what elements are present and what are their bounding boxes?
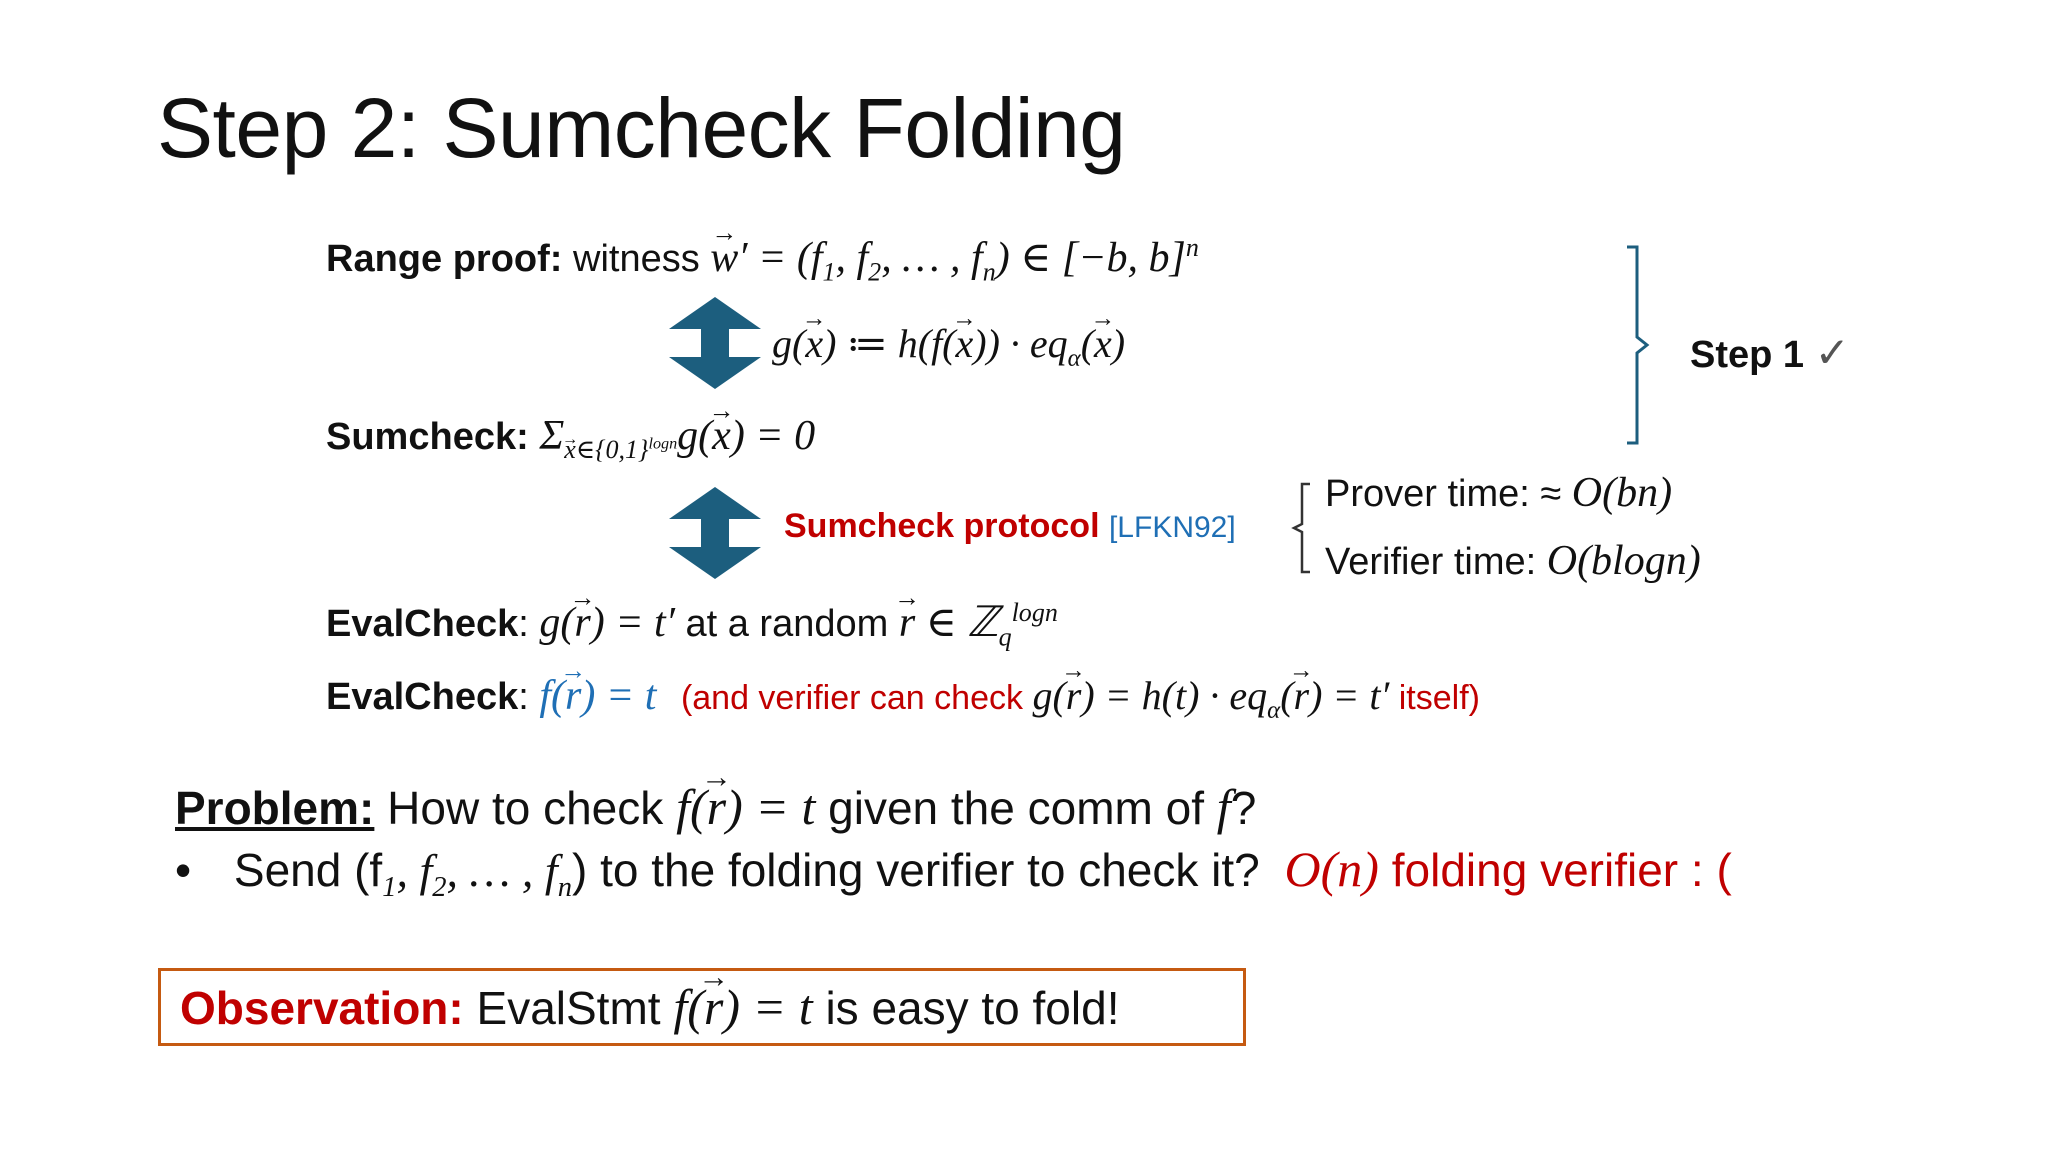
- observation-row: Observation: EvalStmt f(r) = t is easy t…: [180, 978, 1119, 1036]
- observation-label: Observation:: [180, 982, 464, 1034]
- step1-bracket: [1627, 245, 1650, 445]
- sumcheck-label: Sumcheck:: [326, 416, 529, 458]
- evalcheck-f-formula: f(r) = t: [539, 673, 656, 719]
- double-arrow-icon: [669, 487, 761, 579]
- double-arrow-icon: [669, 297, 761, 389]
- bullet-row: • Send (f1, f2, … , fn) to the folding v…: [175, 841, 1732, 904]
- check-icon: ✓: [1814, 329, 1850, 376]
- range-proof-formula: w′ = (f1, f2, … , fn) ∈ [−b, b]n: [710, 234, 1199, 284]
- range-proof-label: Range proof:: [326, 238, 563, 280]
- sumcheck-row: Sumcheck: Σx∈{0,1}logng(x) = 0: [326, 412, 815, 463]
- protocol-citation: [LFKN92]: [1108, 511, 1236, 544]
- evalcheck-row-1: EvalCheck: g(r) = t′ at a random r ∈ ℤql…: [326, 597, 1058, 649]
- range-proof-text: witness: [573, 238, 700, 280]
- slide-title: Step 2: Sumcheck Folding: [157, 81, 1126, 175]
- prover-time: Prover time: ≈ O(bn): [1325, 470, 1673, 516]
- step1-label: Step 1 ✓: [1690, 329, 1850, 376]
- cost-brace: [1291, 482, 1310, 574]
- protocol-label: Sumcheck protocol: [784, 507, 1100, 545]
- evalcheck-row-2: EvalCheck: f(r) = t (and verifier can ch…: [326, 672, 1480, 723]
- sumcheck-protocol: Sumcheck protocol [LFKN92]: [784, 507, 1236, 546]
- evalcheck-label: EvalCheck: [326, 603, 519, 645]
- sumcheck-formula: Σx∈{0,1}logng(x) = 0: [539, 413, 815, 463]
- evalcheck-label: EvalCheck: [326, 676, 519, 718]
- verifier-time: Verifier time: O(blogn): [1325, 538, 1701, 584]
- evalcheck-note: (and verifier can check g(r) = h(t) · eq…: [681, 673, 1480, 723]
- bullet-dot: •: [175, 844, 192, 896]
- verifier-cost: O(n) folding verifier : (: [1284, 841, 1732, 897]
- problem-row: Problem: How to check f(r) = t given the…: [175, 778, 1256, 836]
- problem-label: Problem:: [175, 782, 375, 834]
- g-definition: g(x) ≔ h(f(x)) · eqα(x): [772, 320, 1125, 371]
- range-proof-row: Range proof: witness w′ = (f1, f2, … , f…: [326, 232, 1199, 284]
